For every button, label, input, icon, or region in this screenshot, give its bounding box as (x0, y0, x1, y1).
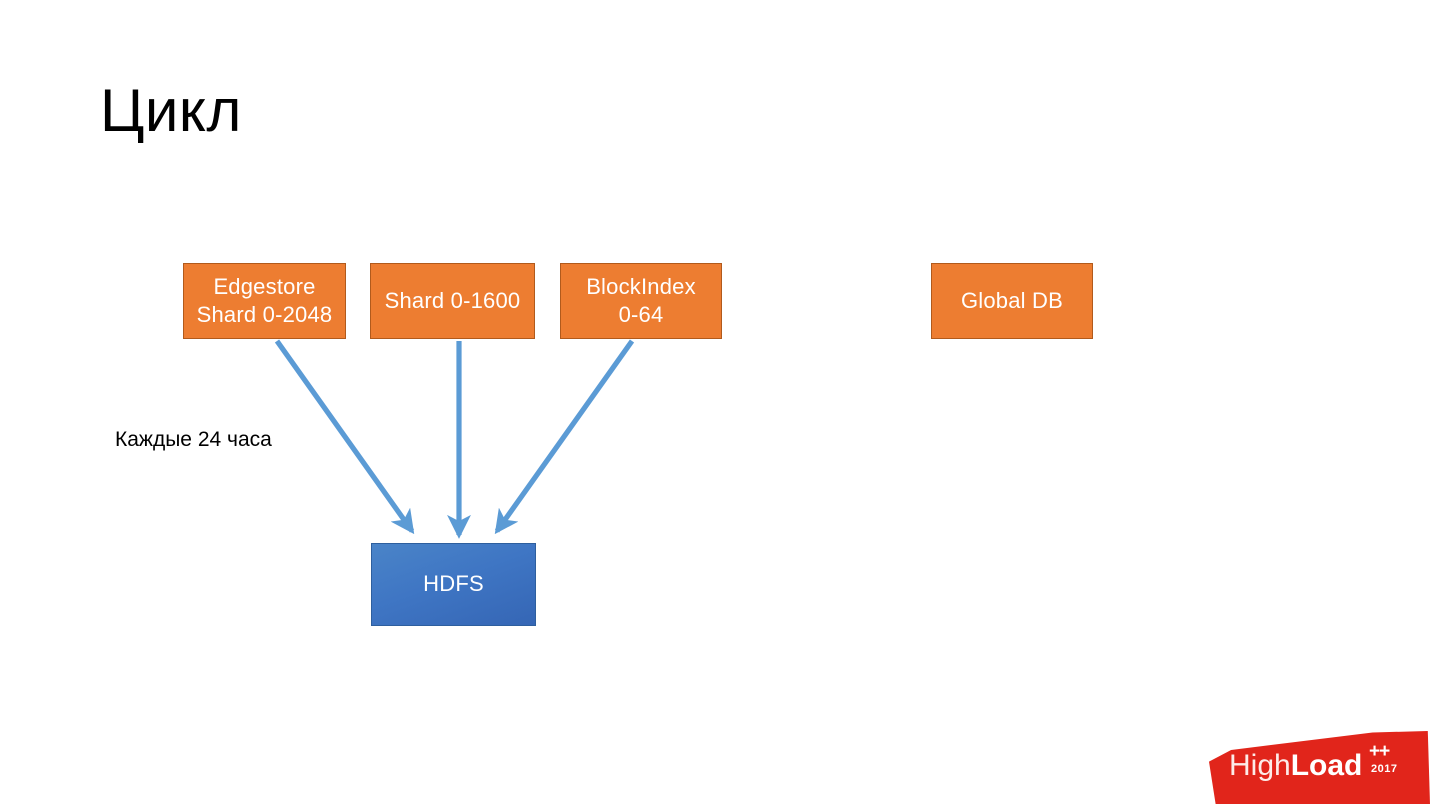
node-blockindex[interactable]: BlockIndex 0-64 (560, 263, 722, 339)
node-hdfs[interactable]: HDFS (371, 543, 536, 626)
node-shard[interactable]: Shard 0-1600 (370, 263, 535, 339)
arrow-blockindex-to-hdfs (494, 339, 635, 535)
page-title: Цикл (100, 77, 242, 144)
node-global-db[interactable]: Global DB (931, 263, 1093, 339)
logo-year: 2017 (1371, 763, 1398, 775)
logo-word-load: Load (1290, 749, 1363, 782)
logo-plus-plus: ++ (1369, 741, 1390, 762)
cycle-interval-label: Каждые 24 часа (115, 428, 272, 451)
arrow-edgestore-to-hdfs (274, 339, 415, 535)
node-edgestore[interactable]: Edgestore Shard 0-2048 (183, 263, 346, 339)
logo-wordmark: HighLoad (1229, 751, 1362, 781)
highload-logo: HighLoad ++ 2017 (1209, 731, 1430, 804)
logo-word-high: High (1229, 749, 1291, 782)
